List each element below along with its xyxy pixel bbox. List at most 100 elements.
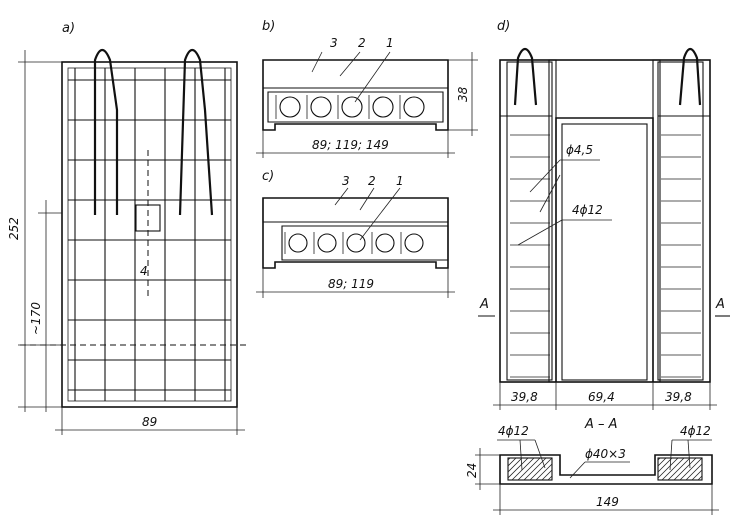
void-1 (279, 96, 301, 118)
callout-c-2: 2 (368, 174, 376, 188)
hatch-line-1-680 (679, 457, 703, 481)
right-pier-rebar (652, 59, 661, 383)
opening (561, 123, 648, 381)
panel-d-frame (499, 59, 711, 383)
section-rebar-left: 4ϕ12 (498, 424, 529, 438)
slab-b-voids (275, 95, 425, 119)
rebar-small-leader-1 (529, 159, 561, 193)
section-right-leader-2 (687, 439, 691, 469)
hatch-line-0-494 (507, 457, 517, 467)
callout-c-3-leader (334, 187, 349, 206)
hatch-line-0-506 (507, 457, 529, 479)
panel-a-inner-frame (67, 67, 232, 402)
hatch-line-1-650 (657, 457, 673, 473)
hatch-line-0-518 (517, 457, 541, 481)
panel-a: a) 252 ~170 4 89 (7, 21, 250, 435)
panel-c-label: c) (262, 169, 274, 184)
slab-c-width: 89; 119 (328, 277, 374, 291)
slab-b-core-zone (267, 91, 444, 123)
callout-b-1: 1 (386, 36, 394, 50)
callout-b-2-leader (339, 51, 361, 77)
void-5 (404, 233, 424, 253)
lifting-loop-right (178, 48, 214, 216)
void-2 (317, 233, 337, 253)
left-pier (506, 61, 553, 381)
panel-c: c) 3 2 1 89; 119 (256, 169, 455, 298)
section-tie-label: ϕ40×3 (585, 447, 626, 461)
hatch-line-1-686 (685, 463, 703, 481)
slab-c-voids (284, 232, 424, 254)
width-dim-label: 89 (142, 415, 157, 429)
hatch-line-1-644 (657, 457, 667, 467)
dim-d-middle: 69,4 (588, 390, 615, 404)
callout-c-2-leader (359, 187, 375, 211)
slab-c-layer-line (262, 198, 448, 223)
void-3 (341, 96, 363, 118)
hatch-line-0-512 (511, 457, 535, 481)
hatch-line-1-662 (661, 457, 685, 481)
panel-b: b) 3 2 1 38 89; 119; 149 (256, 19, 478, 158)
section-tie-leader (569, 461, 586, 479)
hatch-line-1-674 (673, 457, 697, 481)
callout-b-1-leader (354, 51, 391, 103)
pier-stirrups (510, 134, 701, 378)
rebar-small-leader-2 (539, 174, 561, 213)
panel-a-label: a) (62, 21, 75, 36)
dim-d-left: 39,8 (511, 390, 538, 404)
slab-b-height: 38 (456, 86, 470, 102)
void-4 (372, 96, 394, 118)
section-mark-left: A (479, 297, 489, 312)
right-pier (657, 61, 704, 381)
rod-dim-label: 4 (140, 264, 148, 278)
callout-c-3: 3 (342, 174, 350, 188)
hatch-line-0-536 (535, 463, 553, 481)
hatch-line-0-548 (547, 475, 553, 481)
embedded-insert (135, 204, 161, 232)
void-4 (375, 233, 395, 253)
hatch-line-1-692 (691, 469, 703, 481)
section-hatching (507, 457, 703, 481)
lifting-loop-d-left (513, 47, 538, 106)
section-width: 149 (596, 495, 619, 509)
rebar-main-label: 4ϕ12 (572, 203, 603, 217)
panel-b-label: b) (262, 19, 275, 34)
slab-b-outline (262, 59, 449, 131)
rebar-main-leader-1 (517, 219, 563, 246)
section-title: A – A (584, 417, 618, 432)
callout-b-2: 2 (358, 36, 366, 50)
panel-a-frame (61, 61, 238, 408)
callout-c-1: 1 (396, 174, 404, 188)
panel-d: d) ϕ4,5 4ϕ12 A A 39,8 69,4 39,8 A – A (465, 19, 730, 515)
part-dim-label: ~170 (29, 302, 43, 335)
section-rebar-right: 4ϕ12 (680, 424, 711, 438)
callout-b-3: 3 (330, 36, 338, 50)
hatch-line-0-530 (529, 457, 553, 481)
hatch-line-0-488 (507, 457, 511, 461)
panel-d-label: d) (497, 19, 510, 34)
hatch-line-0-500 (507, 457, 523, 473)
hatch-line-1-638 (657, 457, 661, 461)
section-right-leader-1 (669, 439, 673, 471)
height-dim-label: 252 (7, 217, 21, 240)
void-2 (310, 96, 332, 118)
dim-d-right: 39,8 (665, 390, 692, 404)
lifting-loop-left (93, 48, 119, 215)
slab-b-width: 89; 119; 149 (312, 138, 389, 152)
callout-b-3-leader (311, 51, 323, 73)
void-1 (288, 233, 308, 253)
opening-frame (555, 117, 654, 382)
void-5 (403, 96, 425, 118)
section-left-leader-2 (534, 439, 546, 469)
section-height: 24 (465, 463, 479, 478)
void-3 (346, 233, 366, 253)
section-outline (499, 454, 713, 485)
section-mark-right: A (715, 297, 725, 312)
hatch-line-0-542 (541, 469, 553, 481)
hatch-line-1-656 (657, 457, 679, 479)
slab-c-outline (262, 197, 449, 269)
rebar-small-label: ϕ4,5 (566, 143, 593, 157)
lifting-loop-d-right (678, 47, 702, 106)
hatch-line-1-698 (697, 475, 703, 481)
callout-c-1-leader (359, 187, 401, 241)
